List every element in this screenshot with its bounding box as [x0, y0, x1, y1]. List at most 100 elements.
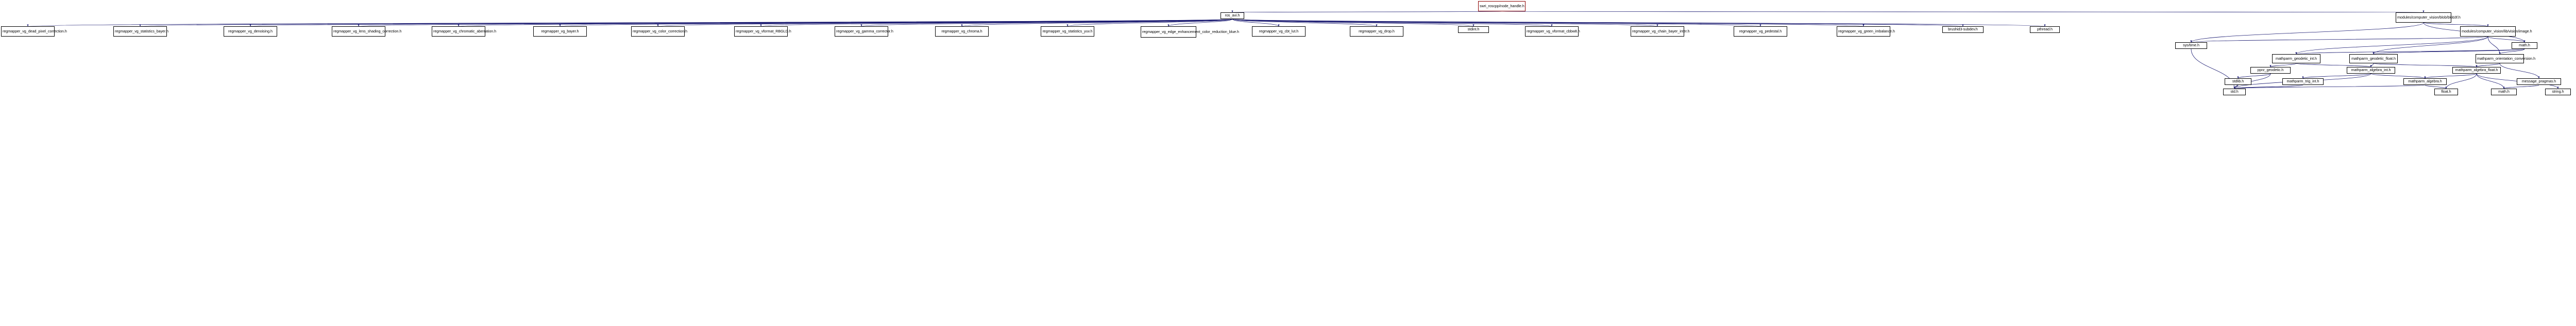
- graph-node[interactable]: regmapper_vg_lens_shading_correction.h: [332, 26, 402, 37]
- graph-edge: [2372, 36, 2488, 55]
- graph-node[interactable]: regmapper_vg_gamma_corrector.h: [835, 26, 893, 37]
- graph-edge: [2295, 36, 2488, 55]
- graph-edge: [1232, 19, 2045, 27]
- graph-node[interactable]: regmapper_vg_drop.h: [1350, 26, 1403, 37]
- graph-node[interactable]: mathparm_algebra_float.h: [2452, 67, 2501, 74]
- graph-node[interactable]: regmapper_vg_edge_enhancement_color_redu…: [1141, 26, 1239, 38]
- graph-node[interactable]: regmapper_vg_chain_bayer_inter.h: [1631, 26, 1690, 37]
- graph-edge: [2237, 73, 2271, 79]
- graph-node[interactable]: pprz_geodetic.h: [2250, 67, 2291, 74]
- graph-edge: [2499, 48, 2525, 55]
- graph-node[interactable]: std.h: [2223, 89, 2246, 95]
- graph-node[interactable]: mathparm_trig_int.h: [2282, 78, 2324, 85]
- graph-edge: [2445, 73, 2477, 89]
- graph-node[interactable]: regmapper_vg_pedestal.h: [1734, 26, 1787, 37]
- graph-edge: [2302, 73, 2371, 79]
- graph-node-label: regmapper_vg_vformat_RBGLD.h: [736, 28, 791, 33]
- graph-node[interactable]: ros_avi.h: [1221, 12, 1244, 19]
- graph-node-label: modules/computer_vision/lib/vision/image…: [2462, 28, 2532, 33]
- graph-edge: [2233, 84, 2426, 89]
- graph-node-label: regmapper_vg_drop.h: [1359, 28, 1395, 33]
- graph-node[interactable]: brushid3-subdev.h: [1942, 26, 1984, 33]
- graph-edge: [27, 19, 1233, 27]
- graph-node-label: regmapper_vg_chromatic_aberration.h: [433, 28, 497, 33]
- graph-node-label: mathparm_trig_int.h: [2286, 79, 2319, 84]
- graph-edge: [2370, 63, 2374, 67]
- graph-node[interactable]: regmapper_vg_vformat_cbbw8.h: [1525, 26, 1580, 37]
- graph-node-label: brushid3-subdev.h: [1948, 27, 1978, 32]
- graph-node-label: swri_roscpp/node_handle.h: [1480, 3, 1524, 8]
- graph-node-label: regmapper_vg_chain_bayer_inter.h: [1632, 28, 1690, 33]
- graph-node-label: string.h: [2552, 89, 2564, 94]
- graph-edge: [2487, 36, 2526, 43]
- graph-edge: [2476, 73, 2505, 89]
- graph-node[interactable]: mathparm_algebra.h: [2403, 78, 2447, 85]
- graph-node[interactable]: regmapper_vg_green_imbalance.h: [1837, 26, 1895, 37]
- graph-edge: [2190, 36, 2488, 43]
- graph-node-label: regmapper_vg_cbt_lut.h: [1259, 28, 1299, 33]
- graph-edge: [2499, 63, 2540, 79]
- graph-node[interactable]: stdlib.h: [2225, 78, 2251, 85]
- graph-edge: [358, 19, 1233, 27]
- graph-node[interactable]: modules/computer_vision/blob/blob3f.h: [2396, 12, 2461, 23]
- graph-node-label: regmapper_vg_chroma.h: [941, 28, 982, 33]
- graph-node-label: math.h: [2519, 43, 2530, 48]
- graph-edge: [2503, 84, 2539, 89]
- graph-node-label: mathparm_orientation_conversion.h: [2477, 56, 2536, 61]
- graph-node[interactable]: regmapper_vg_chromatic_aberration.h: [432, 26, 497, 37]
- graph-node[interactable]: modules/computer_vision/lib/vision/image…: [2460, 26, 2532, 37]
- graph-node[interactable]: regmapper_vg_vformat_RBGLD.h: [734, 26, 791, 37]
- graph-edge: [1232, 19, 1378, 27]
- graph-edge: [1232, 19, 1761, 27]
- graph-node[interactable]: mathparm_geodetic_int.h: [2272, 54, 2320, 63]
- graph-node[interactable]: sys/time.h: [2175, 42, 2207, 49]
- graph-node[interactable]: message_pragmas.h: [2517, 78, 2561, 85]
- graph-edge: [1232, 19, 1963, 27]
- graph-edge: [1232, 19, 1280, 27]
- graph-node[interactable]: string.h: [2545, 89, 2571, 95]
- graph-node-label: math.h: [2498, 89, 2510, 94]
- graph-node-label: regmapper_vg_statistics_yuv.h: [1042, 28, 1093, 33]
- graph-node-label: stdlib.h: [2232, 79, 2244, 84]
- graph-node[interactable]: regmapper_vg_dead_pixel_correction.h: [1, 26, 67, 37]
- graph-edge: [2190, 22, 2424, 43]
- graph-edge: [860, 19, 1233, 27]
- graph-node[interactable]: regmapper_vg_bayer.h: [533, 26, 587, 37]
- graph-edge: [1232, 19, 1553, 27]
- graph-node[interactable]: math.h: [2512, 42, 2537, 49]
- graph-node[interactable]: regmapper_vg_cbt_lut.h: [1252, 26, 1306, 37]
- graph-node-label: mathparm_geodetic_int.h: [2276, 56, 2317, 61]
- graph-edge: [560, 19, 1233, 27]
- graph-edge: [2269, 63, 2297, 67]
- graph-node[interactable]: swri_roscpp/node_handle.h: [1478, 1, 1526, 11]
- graph-edge: [1066, 19, 1233, 27]
- graph-node-label: pthread.h: [2037, 27, 2053, 32]
- graph-node-label: regmapper_vg_green_imbalance.h: [1838, 28, 1895, 33]
- graph-node-label: regmapper_vg_pedestal.h: [1739, 28, 1782, 33]
- graph-edge: [2487, 36, 2501, 55]
- graph-node-label: ros_avi.h: [1225, 13, 1240, 18]
- graph-node[interactable]: pthread.h: [2030, 26, 2060, 33]
- graph-node-label: mathparm_algebra.h: [2408, 79, 2442, 84]
- graph-node[interactable]: mathparm_orientation_conversion.h: [2476, 54, 2536, 63]
- graph-edge: [2295, 48, 2525, 55]
- graph-node[interactable]: math.h: [2491, 89, 2517, 95]
- graph-node[interactable]: regmapper_vg_statistics_bayer.h: [113, 26, 168, 37]
- graph-node-label: regmapper_vg_color_correction.h: [633, 28, 687, 33]
- graph-node[interactable]: stdint.h: [1458, 26, 1489, 33]
- graph-edge: [1232, 19, 1864, 27]
- graph-node[interactable]: mathparm_geodetic_float.h: [2349, 54, 2398, 63]
- graph-edge: [1167, 19, 1233, 27]
- graph-edge: [2372, 48, 2525, 55]
- graph-edge: [657, 19, 1233, 27]
- graph-node-label: float.h: [2441, 89, 2451, 94]
- graph-node[interactable]: regmapper_vg_color_correction.h: [631, 26, 687, 37]
- graph-edge: [2233, 84, 2239, 89]
- graph-node[interactable]: mathparm_algebra_int.h: [2347, 67, 2395, 74]
- graph-node[interactable]: regmapper_vg_denoising.h: [224, 26, 277, 37]
- graph-node[interactable]: regmapper_vg_statistics_yuv.h: [1041, 26, 1094, 37]
- graph-node[interactable]: regmapper_vg_chroma.h: [935, 26, 989, 37]
- graph-node-label: regmapper_vg_vformat_cbbw8.h: [1527, 28, 1580, 33]
- graph-node-label: regmapper_vg_lens_shading_correction.h: [333, 28, 402, 33]
- graph-node[interactable]: float.h: [2434, 89, 2458, 95]
